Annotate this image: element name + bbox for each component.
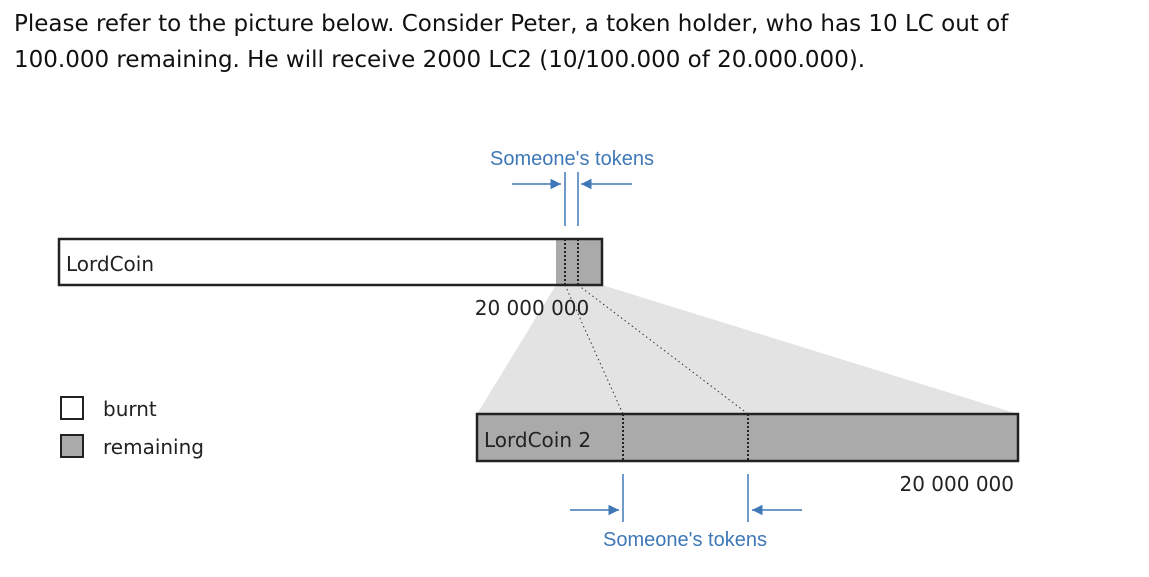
intro-line-1: Please refer to the picture below. Consi… (14, 11, 1009, 37)
lordcoin2-label: LordCoin 2 (484, 428, 591, 452)
top-annotation-label: Someone's tokens (490, 148, 654, 170)
lordcoin-burnt-segment (59, 239, 556, 285)
projection-wedge (477, 285, 1018, 414)
legend-remaining-swatch (60, 434, 84, 458)
lordcoin2-total-label: 20 000 000 (899, 472, 1014, 496)
lordcoin-label: LordCoin (66, 252, 154, 276)
lordcoin-outline (57, 237, 604, 287)
legend: burnt remaining (60, 396, 204, 459)
lordcoin-total-label: 20 000 000 (475, 296, 590, 320)
lordcoin2-remaining-fill (477, 414, 1018, 461)
lordcoin-remaining-segment (556, 239, 602, 285)
lordcoin2-outline (475, 412, 1020, 463)
lordcoin2-bar: LordCoin 2 (475, 412, 1020, 463)
legend-burnt-label: burnt (103, 397, 157, 421)
lordcoin-bar: LordCoin (57, 237, 604, 287)
projection-line-left (564, 284, 624, 415)
legend-remaining-label: remaining (103, 435, 204, 459)
legend-burnt-swatch (60, 396, 84, 420)
intro-line-2: 100.000 remaining. He will receive 2000 … (14, 47, 866, 73)
bottom-annotation-label: Someone's tokens (603, 529, 767, 551)
intro-paragraph: Please refer to the picture below. Consi… (14, 6, 1134, 78)
